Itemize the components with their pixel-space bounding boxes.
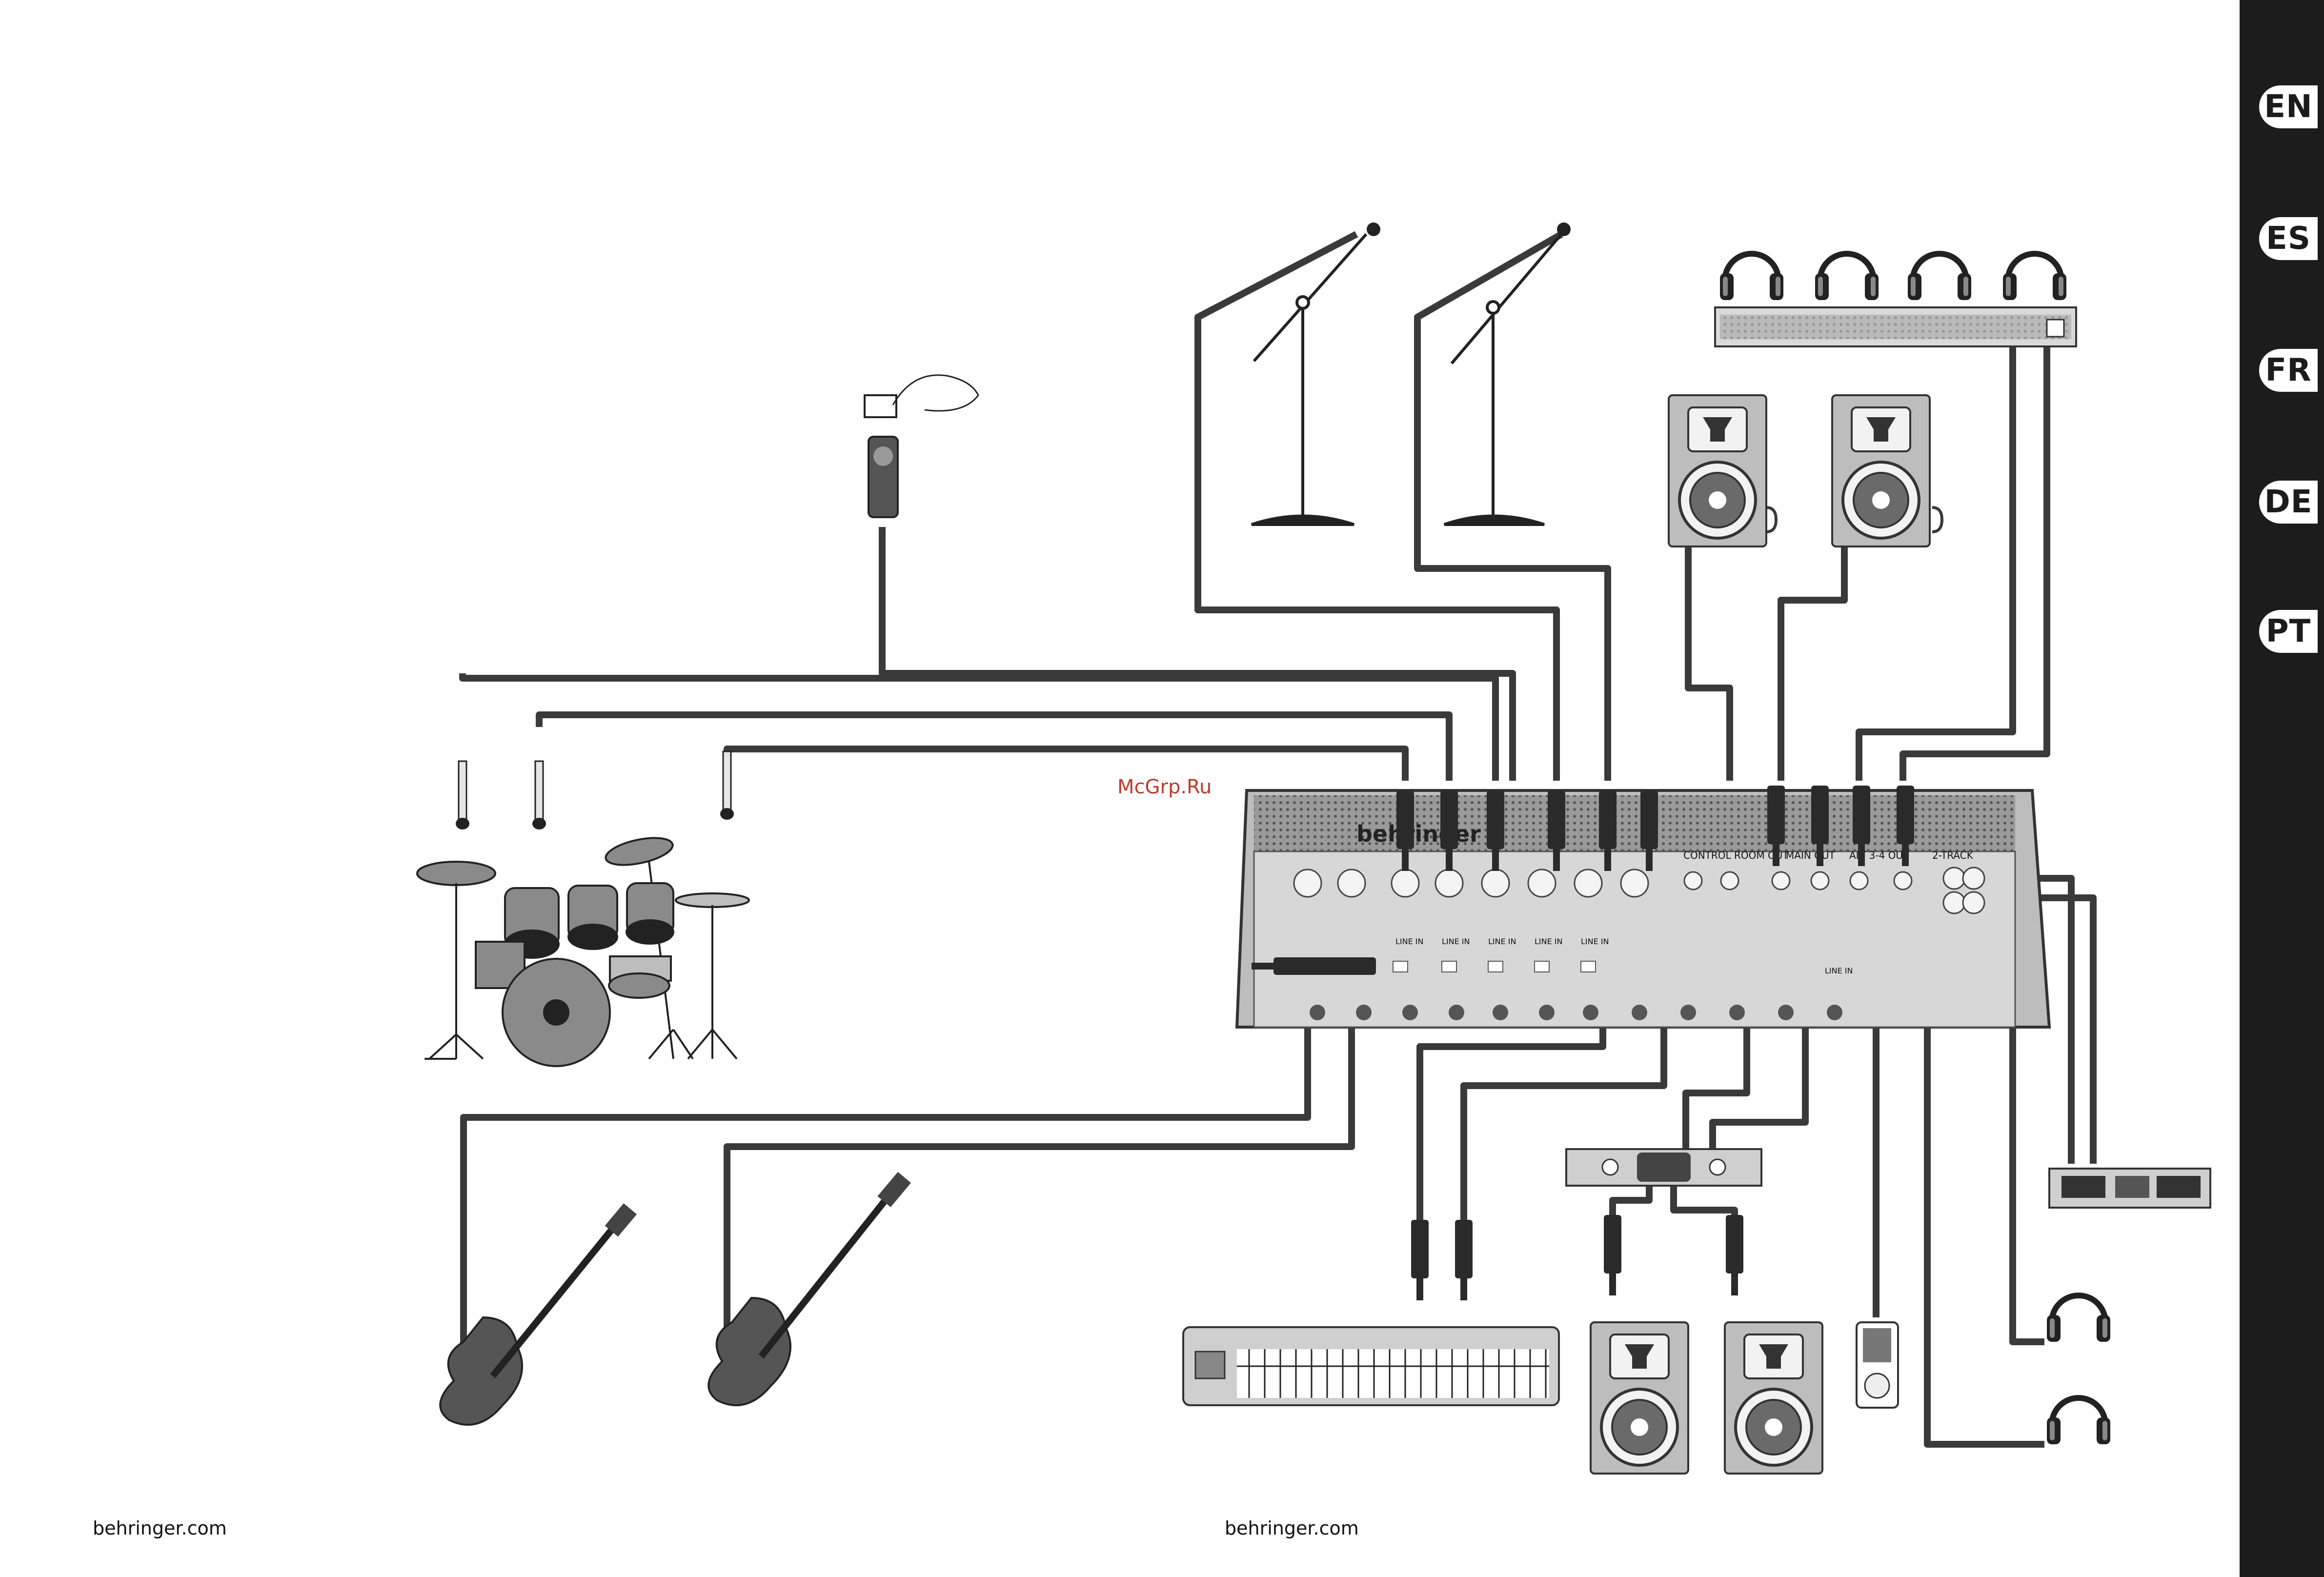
- section-2-track: 2-TRACK: [1932, 849, 1974, 861]
- mixer-brand: behringer: [1356, 821, 1481, 847]
- lang-tab-de[interactable]: DE: [2259, 481, 2318, 524]
- headphone-amp: [1715, 307, 2076, 346]
- speaker-left: [1669, 395, 1766, 546]
- lang-tab-es[interactable]: ES: [2259, 217, 2318, 260]
- channel-label: LINE IN: [1442, 937, 1470, 946]
- lang-tab-pt[interactable]: PT: [2259, 610, 2318, 653]
- channel-label: LINE IN: [1395, 937, 1423, 946]
- channel-label: LINE IN: [1581, 937, 1609, 946]
- drum-kit: [417, 833, 749, 1066]
- speaker-bottom-right: [1725, 1322, 1822, 1474]
- language-sidebar: EN ES FR DE PT: [2240, 0, 2324, 1577]
- electric-guitar: [440, 1203, 637, 1425]
- power-amp: [1566, 1149, 1761, 1186]
- bass-guitar: [708, 1172, 911, 1405]
- speaker-bottom-left: [1591, 1322, 1688, 1474]
- tape-deck: [2049, 1169, 2210, 1208]
- footer-url-right[interactable]: behringer.com: [1225, 1517, 1359, 1539]
- section-main-out: MAIN OUT: [1786, 849, 1836, 861]
- lang-tab-fr[interactable]: FR: [2259, 349, 2318, 392]
- watermark-text: McGrp.Ru: [1117, 776, 1212, 798]
- speaker-right: [1832, 395, 1930, 546]
- mic-stands: [1252, 234, 1561, 525]
- channel-label: LINE IN: [1535, 937, 1562, 946]
- footer-url-left[interactable]: behringer.com: [93, 1517, 227, 1539]
- phantom-box: [865, 375, 978, 517]
- keyboard: [1183, 1327, 1559, 1405]
- lang-tab-en[interactable]: EN: [2259, 85, 2318, 128]
- channel-label: LINE IN: [1825, 966, 1853, 975]
- channel-label: LINE IN: [1488, 937, 1516, 946]
- mp3-player: [1857, 1322, 1898, 1408]
